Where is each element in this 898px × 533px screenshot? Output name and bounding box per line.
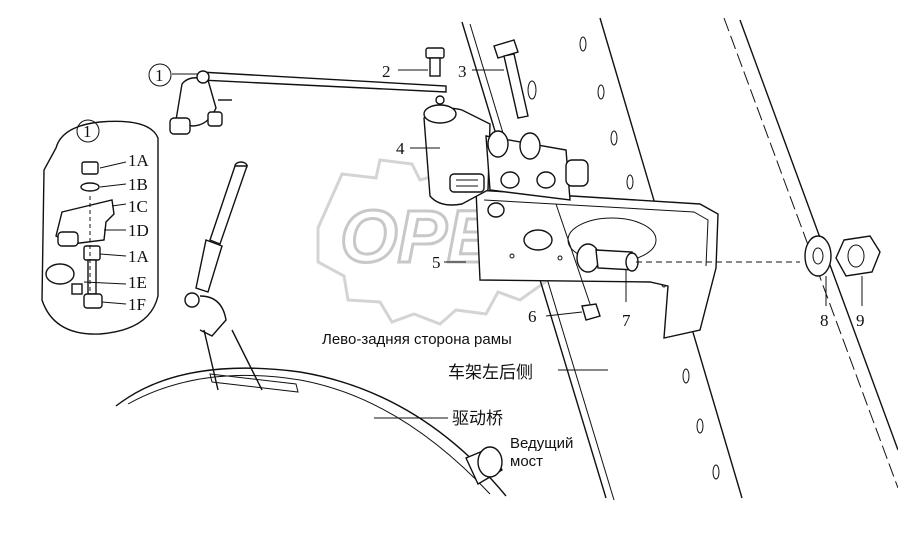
detail-item-1f: 1F <box>128 295 146 314</box>
nut-6 <box>581 303 601 321</box>
frame-side-label-ru: Лево-задняя сторона рамы <box>322 331 512 348</box>
axle-label-ru-line2: мост <box>510 453 543 470</box>
rod-centerline <box>555 203 591 305</box>
drive-axle <box>115 367 507 497</box>
detail-box <box>41 120 159 335</box>
callout-4: 4 <box>396 139 405 158</box>
pivot-bolt-7 <box>576 243 800 273</box>
axle-label-cn: 驱动桥 <box>452 409 503 429</box>
callout-6: 6 <box>528 307 537 326</box>
detail-item-1a-top: 1A <box>128 151 150 170</box>
washer-8 <box>804 235 832 277</box>
detail-header-number: 1 <box>83 122 92 141</box>
frame-holes <box>527 36 720 480</box>
bolt-3 <box>493 39 529 119</box>
nut-9 <box>835 235 881 277</box>
callout-8: 8 <box>820 311 829 330</box>
callout-7: 7 <box>622 311 631 330</box>
detail-item-1c: 1C <box>128 197 148 216</box>
callout-3: 3 <box>458 62 467 81</box>
bolt-2 <box>425 47 445 77</box>
frame-side-label-cn: 车架左后侧 <box>448 363 533 383</box>
detail-header: 1 <box>76 119 100 143</box>
axle-label-ru-line1: Ведущий <box>510 435 573 452</box>
detail-item-1a-bottom: 1A <box>128 247 150 266</box>
detail-item-1e: 1E <box>128 273 147 292</box>
callout-5: 5 <box>432 253 441 272</box>
callout-9: 9 <box>856 311 865 330</box>
height-control-valve <box>423 95 589 218</box>
detail-item-1d: 1D <box>128 221 149 240</box>
callout-2: 2 <box>382 62 391 81</box>
valve-lever-arm <box>169 70 447 135</box>
detail-item-1b: 1B <box>128 175 148 194</box>
callout-1: 1 <box>155 66 164 85</box>
callout-1-circled: 1 <box>148 63 172 87</box>
leader-lines <box>83 69 863 419</box>
link-rod <box>184 161 263 391</box>
